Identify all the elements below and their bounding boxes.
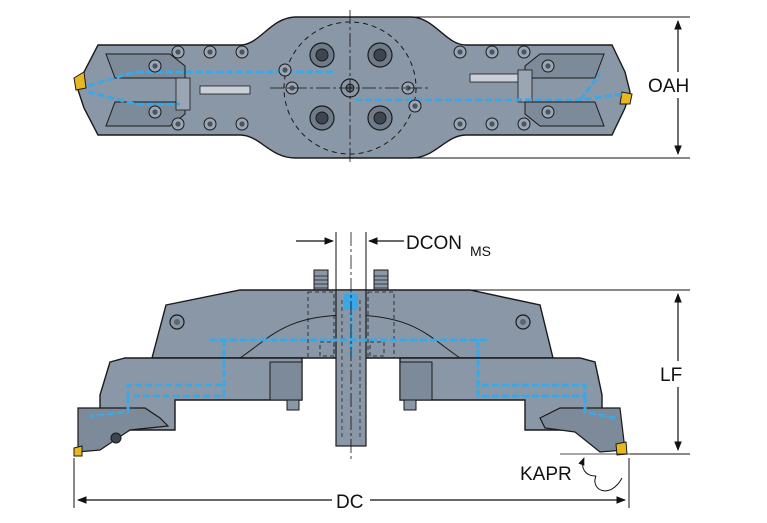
screw-hole-center <box>152 63 158 69</box>
screw-hole-center <box>207 121 213 127</box>
screw-hole-center <box>175 121 181 127</box>
oah-label: OAH <box>648 76 689 97</box>
left-insert-top <box>73 71 87 91</box>
side-view <box>73 232 628 462</box>
screw-hole-center <box>207 49 213 55</box>
screw-hole-center <box>457 121 463 127</box>
oah-dimension: OAH <box>412 16 714 159</box>
screw-hole-center <box>457 49 463 55</box>
screw-hole-center <box>545 109 551 115</box>
screw-hole-center <box>152 109 158 115</box>
kapr-label: KAPR <box>520 464 572 485</box>
top-view-screws <box>148 45 555 131</box>
studs <box>313 269 389 293</box>
screw-hole-center <box>521 121 527 127</box>
top-coolant-channels <box>87 70 623 106</box>
screw-hole-center <box>239 49 245 55</box>
dcon-dimension: DCON MS <box>296 232 491 290</box>
lf-dimension: LF <box>470 289 694 455</box>
screw-hole-center <box>175 49 181 55</box>
screw-hole-center <box>489 121 495 127</box>
right-cartridge <box>539 407 626 453</box>
screw-hole-center <box>289 85 295 91</box>
dc-dimension: DC <box>73 458 630 513</box>
dc-label: DC <box>336 492 363 513</box>
screw-hole-center <box>521 49 527 55</box>
screw-hole-center <box>489 49 495 55</box>
screw-hole-center <box>282 67 288 73</box>
center-screws <box>309 42 393 131</box>
screw-hole-center <box>239 121 245 127</box>
kapr-annotation: KAPR <box>520 453 640 492</box>
right-insert-side <box>615 441 628 456</box>
lf-label: LF <box>660 365 682 386</box>
dcon-label: DCON <box>406 233 462 254</box>
dcon-subscript: MS <box>470 243 491 259</box>
right-insert-top <box>619 91 633 105</box>
screw-hole-center <box>545 63 551 69</box>
left-insert-side <box>73 445 83 457</box>
top-view <box>73 10 633 165</box>
screw-hole-center <box>412 103 418 109</box>
side-coolant-channels <box>89 292 616 420</box>
